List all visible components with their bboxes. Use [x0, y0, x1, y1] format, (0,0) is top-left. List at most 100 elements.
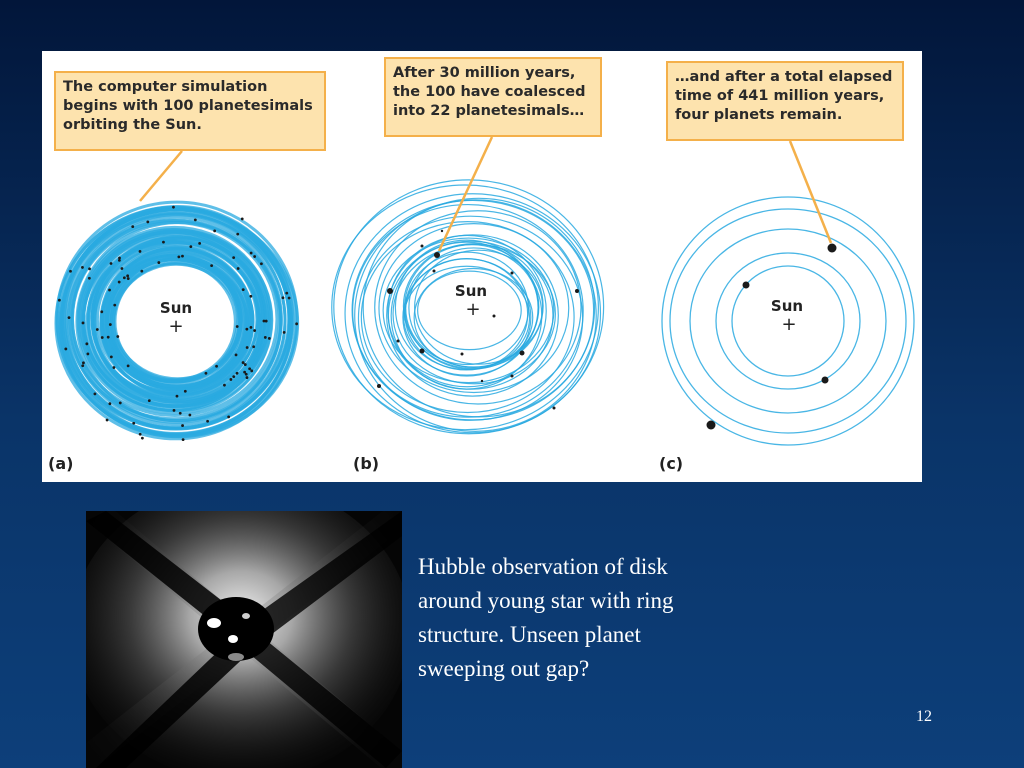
planetesimal-a [100, 336, 104, 339]
planetesimal-a [232, 256, 236, 260]
slide-number: 12 [916, 708, 932, 725]
planetesimal-a [223, 383, 226, 387]
planetesimal-a [140, 269, 144, 273]
planetesimal-a [95, 328, 99, 331]
planetesimal-a [120, 267, 124, 270]
orbits-panel-c [661, 196, 915, 446]
planetesimal-b [519, 350, 525, 356]
sun-label-panel-b: Sun [454, 282, 488, 300]
planetesimal-a [181, 424, 184, 427]
planetesimal-b [552, 406, 556, 410]
planetesimal-a [198, 241, 202, 245]
planetesimal-a [235, 371, 239, 375]
planetesimal-a [295, 322, 299, 326]
planetesimal-a [126, 277, 130, 280]
hubble-disk-image [86, 511, 402, 768]
callout-pointer-c [788, 140, 833, 244]
planetesimal-a [113, 303, 117, 307]
planet-c [827, 243, 837, 253]
panel-label-c: (c) [659, 454, 684, 473]
planetesimal-a [81, 266, 84, 269]
planetesimal-a [131, 225, 135, 228]
planetesimal-a [64, 347, 68, 351]
planetesimal-a [178, 411, 182, 415]
orbit-diagrams [54, 136, 915, 446]
planetesimal-a [172, 408, 176, 412]
orbits-panel-a [54, 200, 300, 442]
planetesimal-a [118, 401, 122, 405]
planetesimal-a [244, 372, 248, 376]
planetesimal-a [109, 355, 113, 359]
planetesimal-a [172, 205, 175, 209]
simulation-figure: The computer simulation begins with 100 … [42, 51, 922, 482]
planetesimal-a [85, 342, 89, 346]
planet-c [821, 376, 829, 384]
planetesimal-a [250, 369, 254, 373]
planetesimal-a [100, 310, 104, 314]
callout-panel-c: …and after a total elapsed time of 441 m… [666, 61, 904, 141]
planetesimal-a [260, 262, 263, 266]
planetesimal-a [57, 298, 61, 302]
planetesimal-a [81, 364, 85, 368]
planetesimal-a [215, 364, 218, 368]
planetesimal-a [67, 316, 71, 319]
planetesimal-a [86, 352, 90, 356]
planetesimal-a [236, 232, 240, 236]
planetesimal-a [235, 325, 239, 328]
planetesimal-a [240, 217, 244, 221]
planetesimal-a [126, 364, 130, 368]
planetesimal-a [88, 267, 91, 271]
planetesimal-a [229, 378, 233, 381]
planetesimal-a [189, 245, 193, 249]
planetesimal-b [492, 314, 496, 318]
planetesimal-a [138, 250, 142, 253]
planetesimal-a [287, 296, 291, 300]
planetesimal-b [434, 252, 440, 258]
planetesimal-a [206, 419, 209, 423]
planetesimal-a [117, 258, 121, 262]
planetesimal-a [232, 375, 236, 379]
planetesimal-a [249, 251, 253, 255]
sun-label-panel-a: Sun [159, 299, 193, 317]
planetesimal-a [204, 371, 208, 375]
planetesimal-a [81, 321, 85, 325]
planetesimal-a [82, 361, 85, 365]
planetesimal-a [188, 413, 192, 417]
planetesimal-b [396, 339, 400, 343]
planetesimal-a [241, 361, 245, 364]
planetesimal-a [177, 255, 181, 259]
planetesimal-a [175, 394, 179, 398]
planet-c [742, 281, 750, 289]
planetesimal-a [241, 288, 245, 292]
planetesimal-a [147, 399, 151, 402]
planetesimal-b [575, 289, 579, 293]
planetesimal-a [109, 262, 113, 265]
orbits-panel-b [331, 179, 605, 435]
callout-panel-b: After 30 million years, the 100 have coa… [384, 57, 602, 137]
planetesimal-a [236, 267, 240, 270]
planetesimal-b [460, 352, 464, 356]
planetesimal-a [253, 329, 257, 332]
planetesimal-a [132, 421, 136, 425]
planetesimal-a [245, 346, 249, 349]
sun-marker-panel-a: + [168, 316, 184, 337]
planetesimal-a [243, 370, 247, 374]
planetesimal-b [377, 384, 381, 388]
planetesimal-a [108, 288, 111, 292]
planetesimal-b [440, 229, 444, 233]
planetesimal-b [432, 269, 436, 273]
planetesimal-a [106, 335, 110, 339]
planetesimal-a [285, 291, 289, 295]
planetesimal-a [122, 276, 126, 280]
planetesimal-a [245, 327, 249, 331]
planetesimal-b [420, 244, 424, 248]
planetesimal-a [262, 319, 266, 323]
sun-marker-panel-c: + [781, 314, 797, 335]
planet-c [706, 420, 716, 430]
planetesimal-a [108, 402, 112, 406]
planetesimal-a [157, 261, 161, 264]
planetesimal-a [248, 367, 252, 371]
planetesimal-a [181, 254, 184, 258]
planetesimal-a [253, 255, 257, 258]
planetesimal-a [227, 415, 231, 419]
